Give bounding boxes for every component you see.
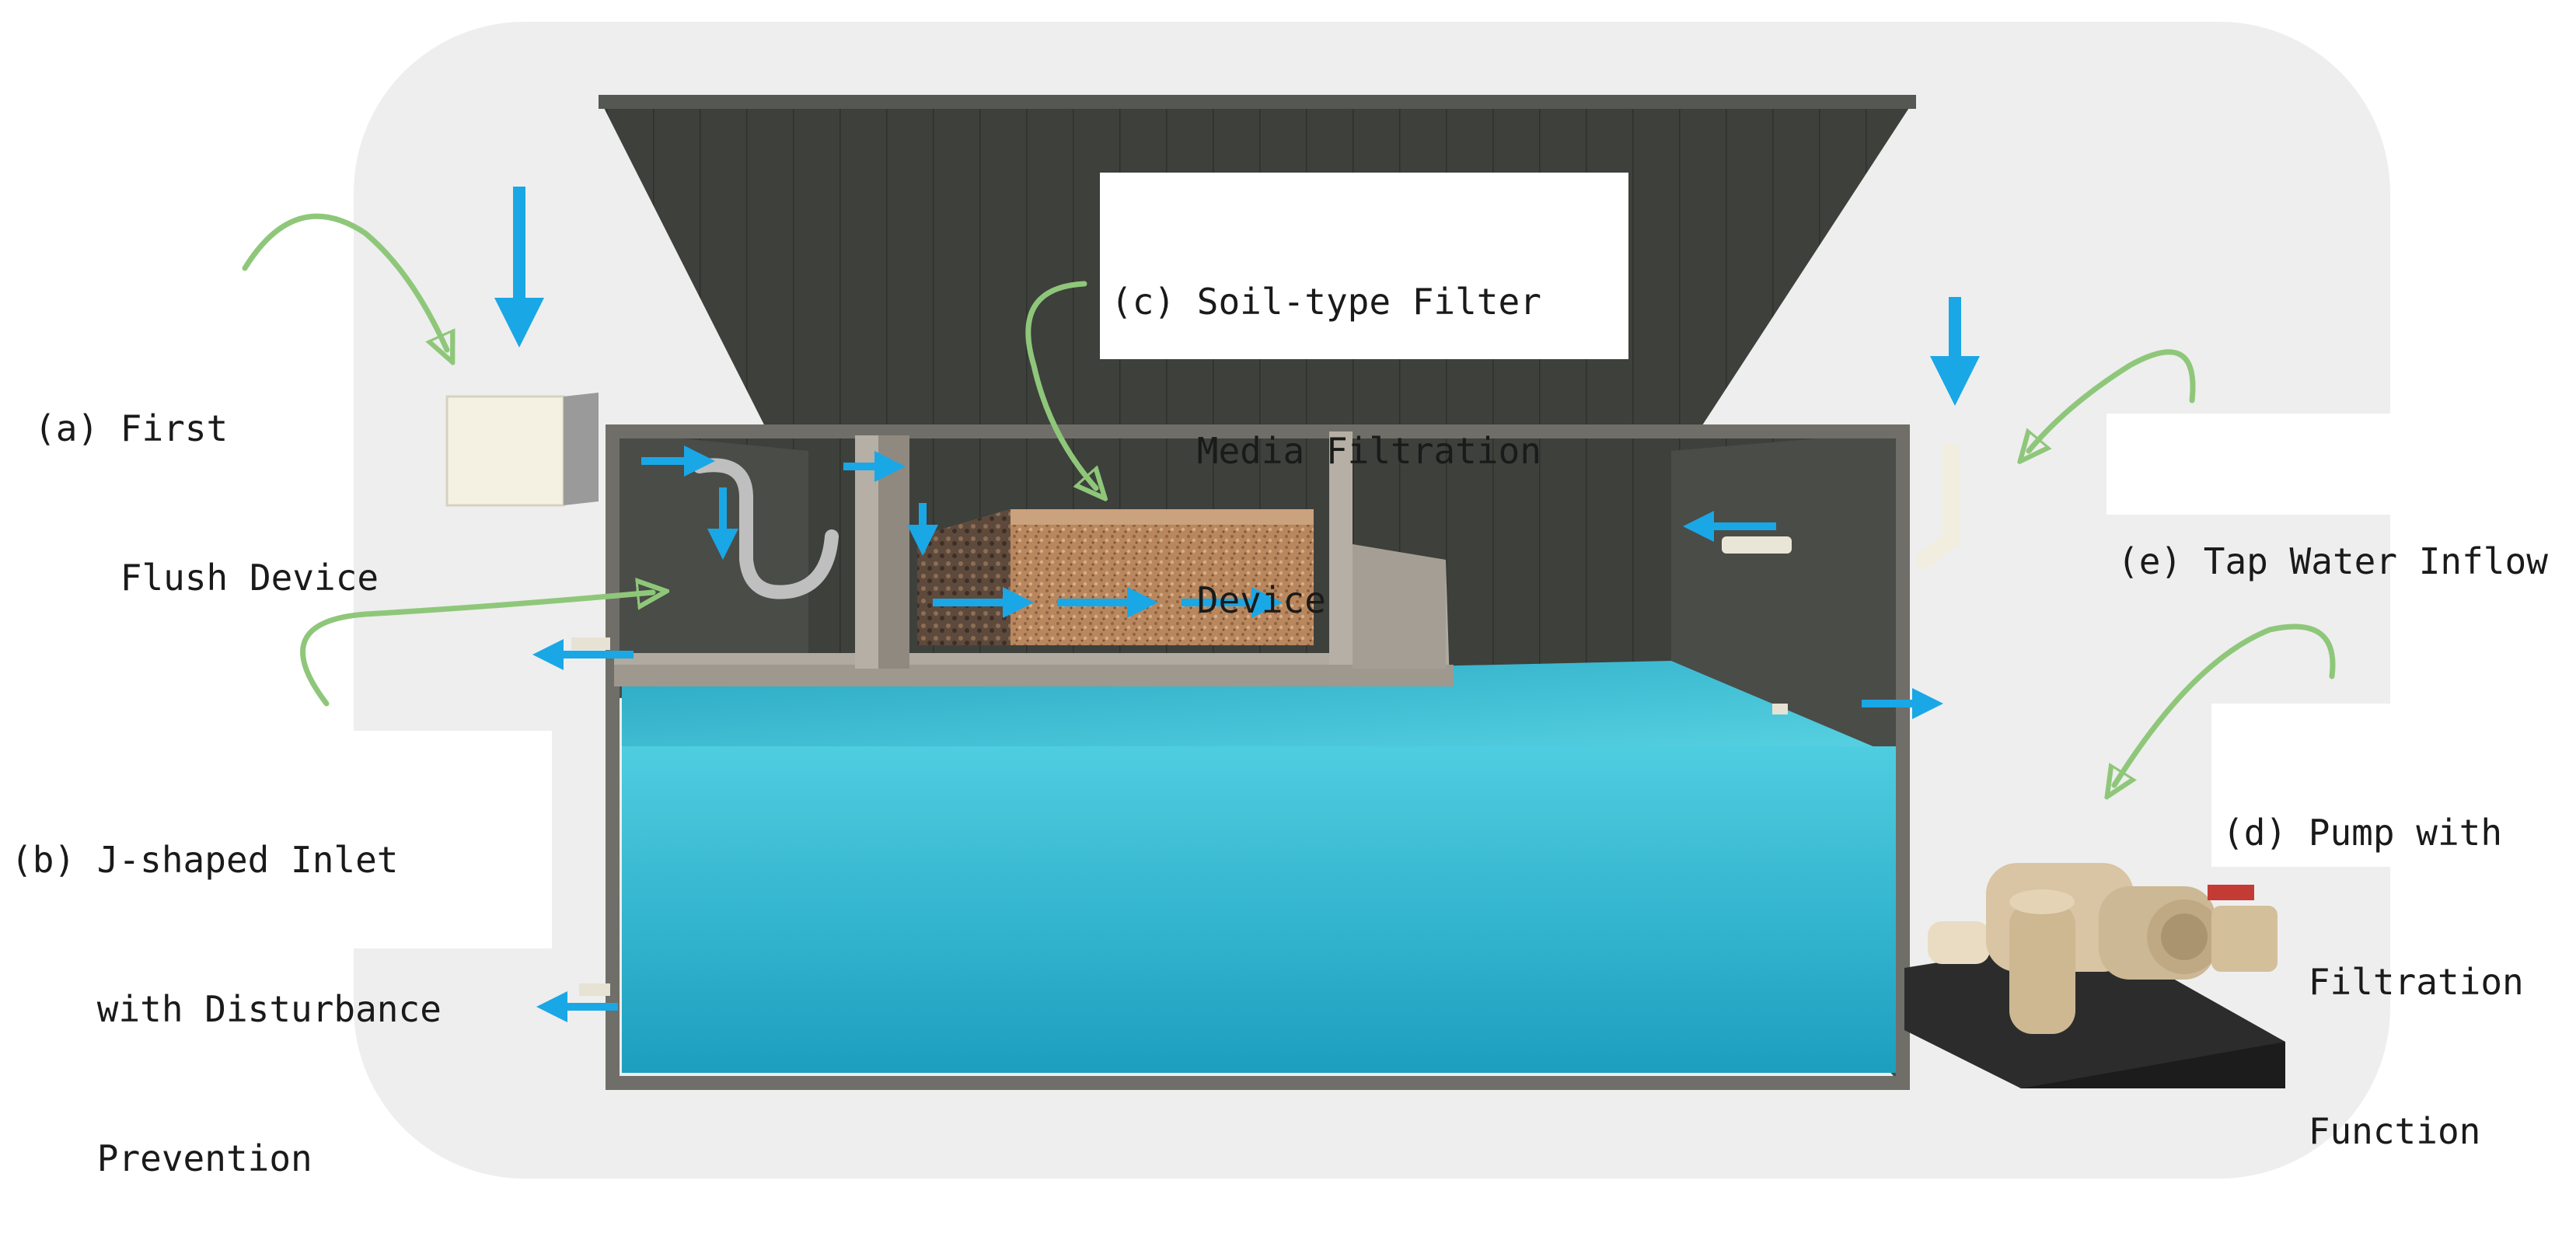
label-soil-filter-device: (c) Soil-type Filter Media Filtration De… xyxy=(1100,173,1628,621)
label-first-flush-device: (a) First Flush Device xyxy=(23,299,412,599)
label-tap-water-inflow: (e) Tap Water Inflow xyxy=(2107,414,2573,582)
filter-tray xyxy=(614,560,1450,684)
callout-arrow-icon xyxy=(2114,623,2336,785)
label-e-line-1: (e) Tap Water Inflow xyxy=(2117,540,2548,582)
water-body xyxy=(622,746,1901,1073)
tank-left-wall xyxy=(610,431,808,700)
tank-frame xyxy=(606,424,1910,1090)
callout-arrow-icon xyxy=(242,213,447,350)
label-c-line-2: Media Filtration xyxy=(1111,430,1541,472)
callout-arrow-icon xyxy=(2029,349,2196,451)
flow-arrows xyxy=(494,187,1980,1022)
callout-arrow-icon xyxy=(300,592,653,707)
label-a-line-2: Flush Device xyxy=(34,557,379,599)
overflow-outlet-bottom xyxy=(579,983,610,996)
label-b-line-1: (b) J-shaped Inlet xyxy=(11,839,399,881)
tap-water-pipe xyxy=(1915,442,1960,568)
callout-arrow-icon xyxy=(1025,281,1096,488)
label-d-line-1: (d) Pump with xyxy=(2222,812,2503,854)
label-d-line-3: Function xyxy=(2222,1110,2481,1152)
label-b-line-2: with Disturbance xyxy=(11,988,442,1030)
label-c-line-1: (c) Soil-type Filter xyxy=(1111,281,1541,323)
rainwater-tank-diagram xyxy=(242,22,2390,1179)
pump-base xyxy=(1904,937,2285,1088)
callout-arrows xyxy=(242,213,2336,785)
label-b-line-3: Prevention xyxy=(11,1137,312,1179)
label-d-line-2: Filtration xyxy=(2222,961,2524,1003)
tray-partition-right xyxy=(1329,431,1353,665)
gravel-layer xyxy=(917,509,1011,645)
label-j-shaped-inlet: (b) J-shaped Inlet with Disturbance Prev… xyxy=(0,731,552,1179)
first-flush-box xyxy=(445,395,565,507)
j-shaped-inlet-pipe xyxy=(693,458,839,599)
label-c-line-3: Device xyxy=(1111,579,1326,621)
overflow-outlet-top xyxy=(571,637,610,650)
pump-unit xyxy=(1928,863,2278,1034)
label-pump-filtration: (d) Pump with Filtration Function xyxy=(2211,704,2553,1152)
label-a-line-1: (a) First xyxy=(34,407,229,449)
